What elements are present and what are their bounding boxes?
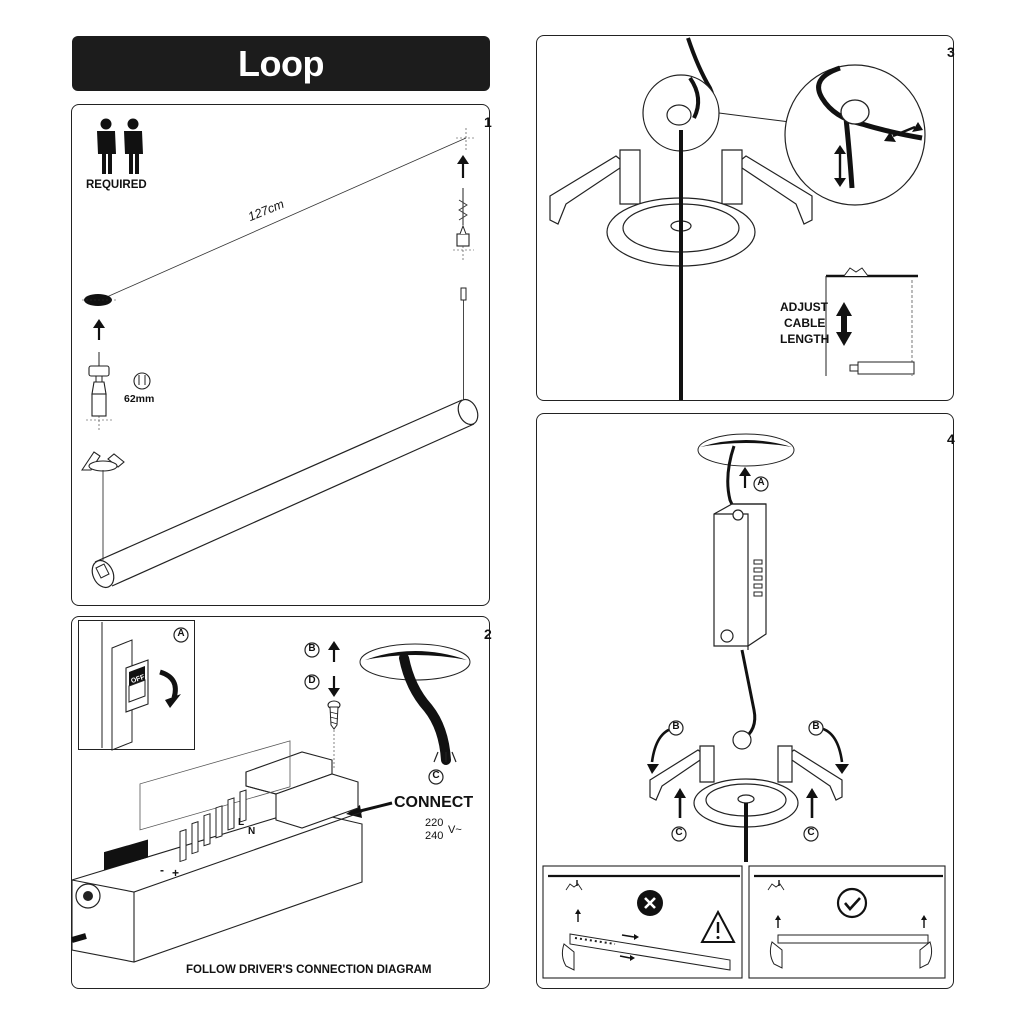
marker-a: A bbox=[177, 628, 185, 639]
voltage-low: 220 bbox=[425, 817, 444, 829]
voltage-high: 240 bbox=[425, 830, 444, 842]
hole-diameter-icon bbox=[133, 372, 151, 390]
step-1-number: 1 bbox=[484, 114, 492, 130]
warning-icon bbox=[700, 909, 736, 943]
wall-switch bbox=[101, 622, 149, 751]
marker-b: B bbox=[308, 643, 316, 654]
step-2-number: 2 bbox=[484, 626, 492, 642]
step-3-number: 3 bbox=[947, 44, 955, 60]
terminal-l: L bbox=[238, 817, 245, 828]
connect-label: CONNECT bbox=[394, 794, 474, 811]
correct-icon bbox=[836, 887, 868, 919]
two-people-icon bbox=[97, 118, 143, 174]
tube-luminaire bbox=[91, 398, 479, 589]
people-required-label: REQUIRED bbox=[86, 179, 147, 191]
hole-diameter-label: 62mm bbox=[124, 393, 155, 405]
step-1-panel bbox=[71, 104, 490, 606]
screw-icon bbox=[327, 700, 341, 770]
step4-marker-a: A bbox=[757, 477, 765, 488]
terminal-minus: - bbox=[160, 863, 164, 877]
step-4-number: 4 bbox=[947, 431, 955, 447]
marker-c: C bbox=[432, 770, 440, 781]
terminal-plus: + bbox=[172, 866, 180, 880]
page-title: Loop bbox=[72, 36, 490, 91]
marker-d: D bbox=[308, 675, 316, 686]
step4-marker-c-right: C bbox=[807, 827, 815, 838]
step4-marker-c-left: C bbox=[675, 827, 683, 838]
led-driver bbox=[71, 740, 363, 963]
length-dimension-line bbox=[99, 137, 467, 301]
driver-diagram-footer: FOLLOW DRIVER'S CONNECTION DIAGRAM bbox=[186, 964, 432, 976]
driver-box bbox=[713, 503, 767, 650]
adjust-label-line2: CABLE bbox=[784, 316, 826, 330]
adjust-label-line3: LENGTH bbox=[780, 332, 830, 346]
voltage-unit: V~ bbox=[448, 824, 462, 836]
adjust-label-line1: ADJUST bbox=[780, 300, 829, 314]
terminal-n: N bbox=[248, 826, 256, 837]
step4-marker-b-left: B bbox=[672, 721, 680, 732]
step4-marker-b-right: B bbox=[812, 721, 820, 732]
